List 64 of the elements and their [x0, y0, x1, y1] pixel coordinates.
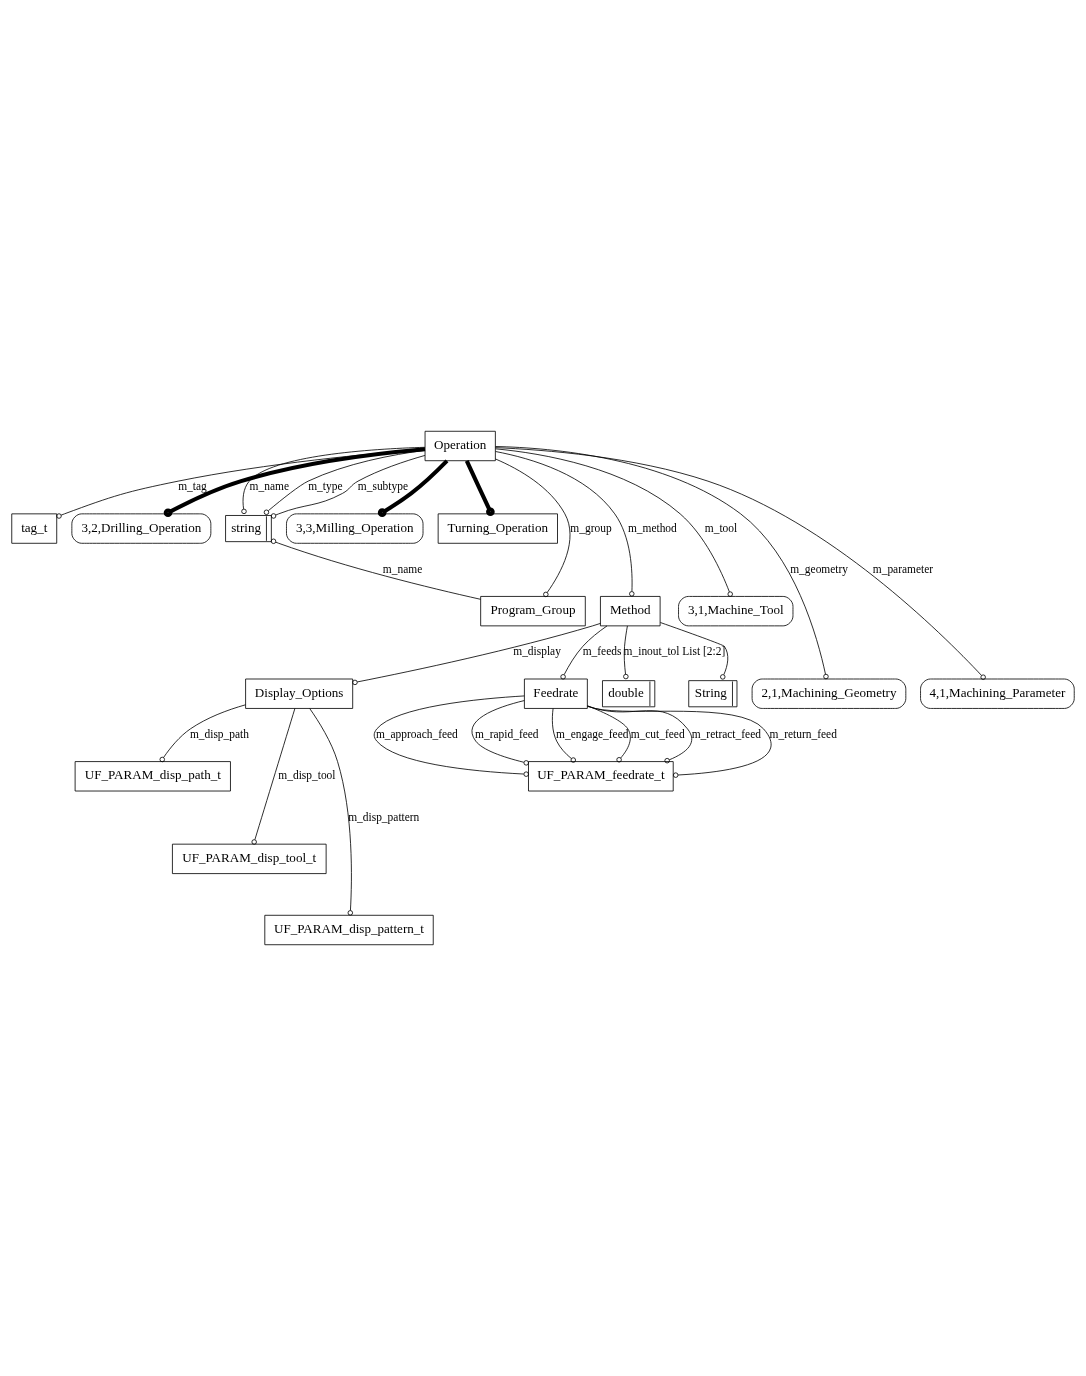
edge-label: m_tool	[704, 521, 738, 534]
connector	[263, 449, 426, 515]
edge-label: m_parameter	[872, 562, 934, 575]
node-box: Program_Group	[480, 596, 586, 627]
connector	[623, 625, 629, 680]
node-box: tag_t	[11, 513, 58, 544]
connector	[495, 458, 571, 598]
connector	[551, 708, 576, 763]
edge-label: m_name	[249, 480, 289, 493]
connector	[495, 446, 829, 680]
edge-label: m_subtype	[357, 480, 409, 493]
connector	[587, 705, 693, 764]
node-box: Feedrate	[524, 678, 588, 709]
edge-label: m_disp_path	[189, 728, 249, 741]
node-box: 3,3,Milling_Operation	[286, 513, 424, 544]
connector	[464, 460, 495, 517]
connector	[270, 455, 426, 519]
edge-label: m_feeds	[582, 645, 622, 658]
connector	[659, 622, 729, 680]
connector	[352, 623, 601, 686]
connector	[587, 705, 631, 763]
connector	[373, 695, 529, 777]
connector	[495, 447, 986, 680]
edge-label: m_approach_feed	[375, 728, 458, 741]
connector	[495, 451, 635, 597]
edge-label: m_display	[513, 645, 561, 658]
edge-label: m_type	[308, 480, 343, 493]
connector	[495, 448, 733, 597]
edge-label: m_method	[627, 521, 677, 534]
node-box: Method	[600, 596, 661, 627]
connector	[377, 459, 449, 517]
edge-label: m_retract_feed	[691, 728, 761, 741]
connector	[56, 448, 426, 519]
node-box: 4,1,Machining_Parameter	[920, 678, 1075, 709]
edge-label: m_disp_tool	[278, 769, 336, 782]
node-box: 3,1,Machine_Tool	[678, 596, 794, 627]
node-box: 2,1,Machining_Geometry	[751, 678, 907, 709]
connector	[241, 446, 426, 515]
edge-label: m_rapid_feed	[475, 728, 539, 741]
node-box: 3,2,Drilling_Operation	[71, 513, 212, 544]
node-box: UF_PARAM_disp_tool_t	[172, 843, 327, 874]
connector	[560, 625, 608, 680]
connector	[587, 705, 772, 778]
connector	[309, 708, 353, 916]
edge-label: m_engage_feed	[556, 728, 629, 741]
connector	[159, 704, 246, 763]
edge-label: m_inout_tol List [2:2]	[623, 645, 726, 658]
connector	[251, 708, 296, 845]
edge-label: m_geometry	[790, 562, 849, 575]
node-box: Display_Options	[245, 678, 354, 709]
edge-label: m_tag	[178, 480, 207, 493]
edge-label: m_return_feed	[769, 728, 837, 741]
edge-label: m_group	[570, 521, 612, 534]
edge-label: m_cut_feed	[630, 728, 685, 741]
edge-label: m_disp_pattern	[348, 810, 420, 823]
node-box: Turning_Operation	[437, 513, 558, 544]
connector	[163, 447, 426, 518]
node-box: Operation	[424, 430, 496, 462]
node-box: UF_PARAM_disp_path_t	[74, 761, 231, 792]
edge-label: m_name	[382, 562, 423, 575]
node-box: UF_PARAM_disp_pattern_t	[264, 914, 434, 946]
node-box: UF_PARAM_feedrate_t	[528, 761, 674, 792]
connector	[471, 700, 529, 766]
connector	[270, 538, 481, 600]
